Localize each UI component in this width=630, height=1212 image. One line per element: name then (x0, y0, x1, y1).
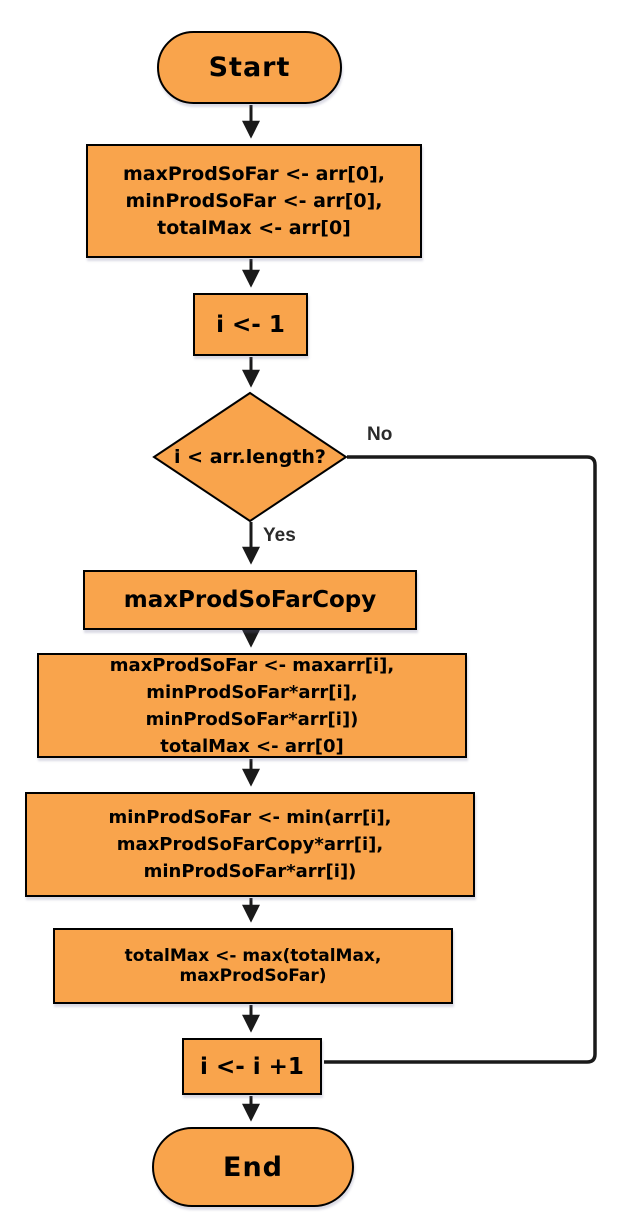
update-min-line-1: minProdSoFar <- min(arr[i], (108, 807, 392, 828)
decision-label-wrap: i < arr.length? (154, 393, 346, 521)
start-label: Start (208, 52, 291, 83)
set-i-node: i <- 1 (193, 293, 308, 356)
init-line-2: minProdSoFar <- arr[0], (125, 189, 383, 212)
update-max-line-3: totalMax <- arr[0] (160, 735, 344, 757)
update-total-node: totalMax <- max(totalMax, maxProdSoFar) (53, 928, 453, 1004)
copy-label: maxProdSoFarCopy (123, 587, 377, 613)
update-total-label: totalMax <- max(totalMax, maxProdSoFar) (124, 946, 382, 986)
update-max-line-1: maxProdSoFar <- maxarr[i], (109, 654, 395, 676)
end-label: End (223, 1151, 283, 1183)
init-line-3: totalMax <- arr[0] (157, 216, 351, 239)
edge-label-no: No (367, 424, 393, 445)
init-line-1: maxProdSoFar <- arr[0], (122, 162, 386, 185)
end-node: End (152, 1127, 354, 1207)
update-max-node: maxProdSoFar <- maxarr[i], minProdSoFar*… (37, 653, 467, 758)
set-i-label: i <- 1 (216, 311, 285, 338)
decision-shape (152, 391, 348, 523)
decision-label: i < arr.length? (174, 446, 326, 468)
increment-label: i <- i +1 (200, 1053, 304, 1080)
edge-label-yes: Yes (263, 525, 296, 546)
copy-node: maxProdSoFarCopy (83, 570, 417, 630)
init-node: maxProdSoFar <- arr[0], minProdSoFar <- … (86, 144, 422, 258)
start-node: Start (157, 31, 342, 104)
increment-node: i <- i +1 (182, 1038, 322, 1095)
update-max-line-2: minProdSoFar*arr[i], minProdSoFar*arr[i]… (145, 681, 359, 730)
update-min-line-2: maxProdSoFarCopy*arr[i], minProdSoFar*ar… (116, 834, 384, 882)
update-min-node: minProdSoFar <- min(arr[i], maxProdSoFar… (25, 792, 475, 897)
edge-decision-no-loop (324, 455, 597, 1064)
